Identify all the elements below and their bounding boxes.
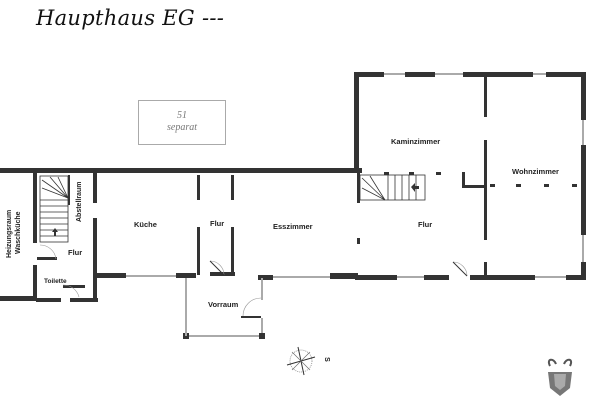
walls bbox=[0, 72, 586, 339]
separate-label: separat bbox=[167, 122, 197, 133]
room-label-flur-left: Flur bbox=[68, 248, 83, 257]
room-label-kueche: Küche bbox=[134, 220, 157, 229]
stairs-right bbox=[359, 174, 426, 201]
compass-rose bbox=[286, 346, 316, 376]
stairs-left bbox=[39, 175, 69, 243]
room-label-toilette: Toilette bbox=[44, 278, 67, 285]
coat-of-arms-icon bbox=[547, 358, 573, 396]
separate-unit-box: 51 separat bbox=[138, 100, 226, 145]
stairs-left-arrow bbox=[52, 228, 58, 236]
room-label-heizungsraum: Heizungsraum bbox=[6, 209, 13, 258]
room-label-kaminzimmer: Kaminzimmer bbox=[391, 137, 441, 146]
room-label-flur-mid: Flur bbox=[210, 219, 225, 228]
beams bbox=[384, 172, 577, 187]
windows bbox=[126, 73, 584, 337]
room-label-flur-right: Flur bbox=[418, 220, 433, 229]
separate-number: 51 bbox=[177, 110, 187, 121]
room-label-waschkueche: Waschküche bbox=[15, 211, 22, 254]
room-label-wohnzimmer: Wohnzimmer bbox=[512, 167, 559, 176]
room-label-esszimmer: Esszimmer bbox=[273, 222, 313, 231]
door-swings bbox=[39, 244, 468, 317]
stairs-right-arrow bbox=[411, 183, 419, 192]
room-label-vorraum: Vorraum bbox=[208, 300, 239, 309]
plan-title: Haupthaus EG --- bbox=[36, 6, 225, 30]
compass-label: S bbox=[322, 357, 330, 362]
room-label-abstellraum: Abstellraum bbox=[76, 181, 83, 222]
